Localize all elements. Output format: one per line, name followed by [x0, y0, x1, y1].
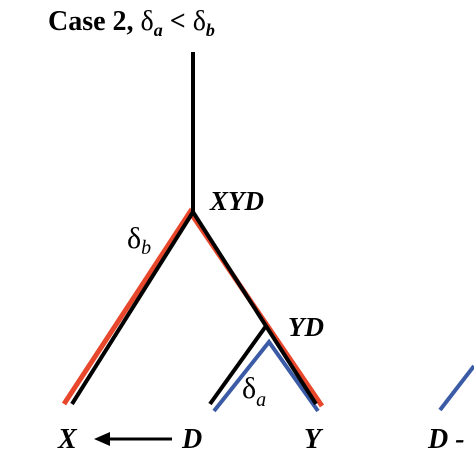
branch-yd-to-y — [264, 324, 318, 406]
arrow-d-to-x-head — [94, 432, 110, 446]
right-panel-partial-leaf-label: D - — [427, 424, 465, 455]
title-delta-b-symbol: δ — [193, 6, 206, 37]
leaf-label-x: X — [57, 424, 78, 455]
delta-a-annotation: δa — [242, 372, 266, 411]
delta-a-annotation-subscript: a — [256, 389, 266, 411]
branch-to-yd — [191, 210, 268, 328]
delta-b-annotation-subscript: b — [141, 237, 151, 259]
delta-b-annotation-symbol: δ — [127, 222, 141, 255]
title-case-text: Case 2, — [48, 6, 141, 37]
title-delta-a-symbol: δ — [141, 6, 154, 37]
title-delta-b-subscript: b — [206, 20, 215, 40]
title-less-than: < — [163, 6, 193, 37]
right-panel-partial-branch — [438, 364, 474, 412]
branch-yd-to-d — [208, 324, 268, 406]
delta-a-path — [212, 338, 320, 413]
node-label-xyd: XYD — [209, 186, 264, 216]
node-label-yd: YD — [288, 312, 324, 342]
branch-to-x — [70, 210, 195, 406]
delta-b-path — [61, 207, 325, 408]
delta-b-annotation: δb — [127, 222, 151, 259]
leaf-label-y: Y — [304, 424, 324, 455]
delta-a-annotation-symbol: δ — [242, 372, 256, 405]
title-delta-a-subscript: a — [154, 20, 163, 40]
leaf-label-d: D — [181, 424, 202, 455]
diagram-title: Case 2, δa < δb — [48, 6, 215, 40]
